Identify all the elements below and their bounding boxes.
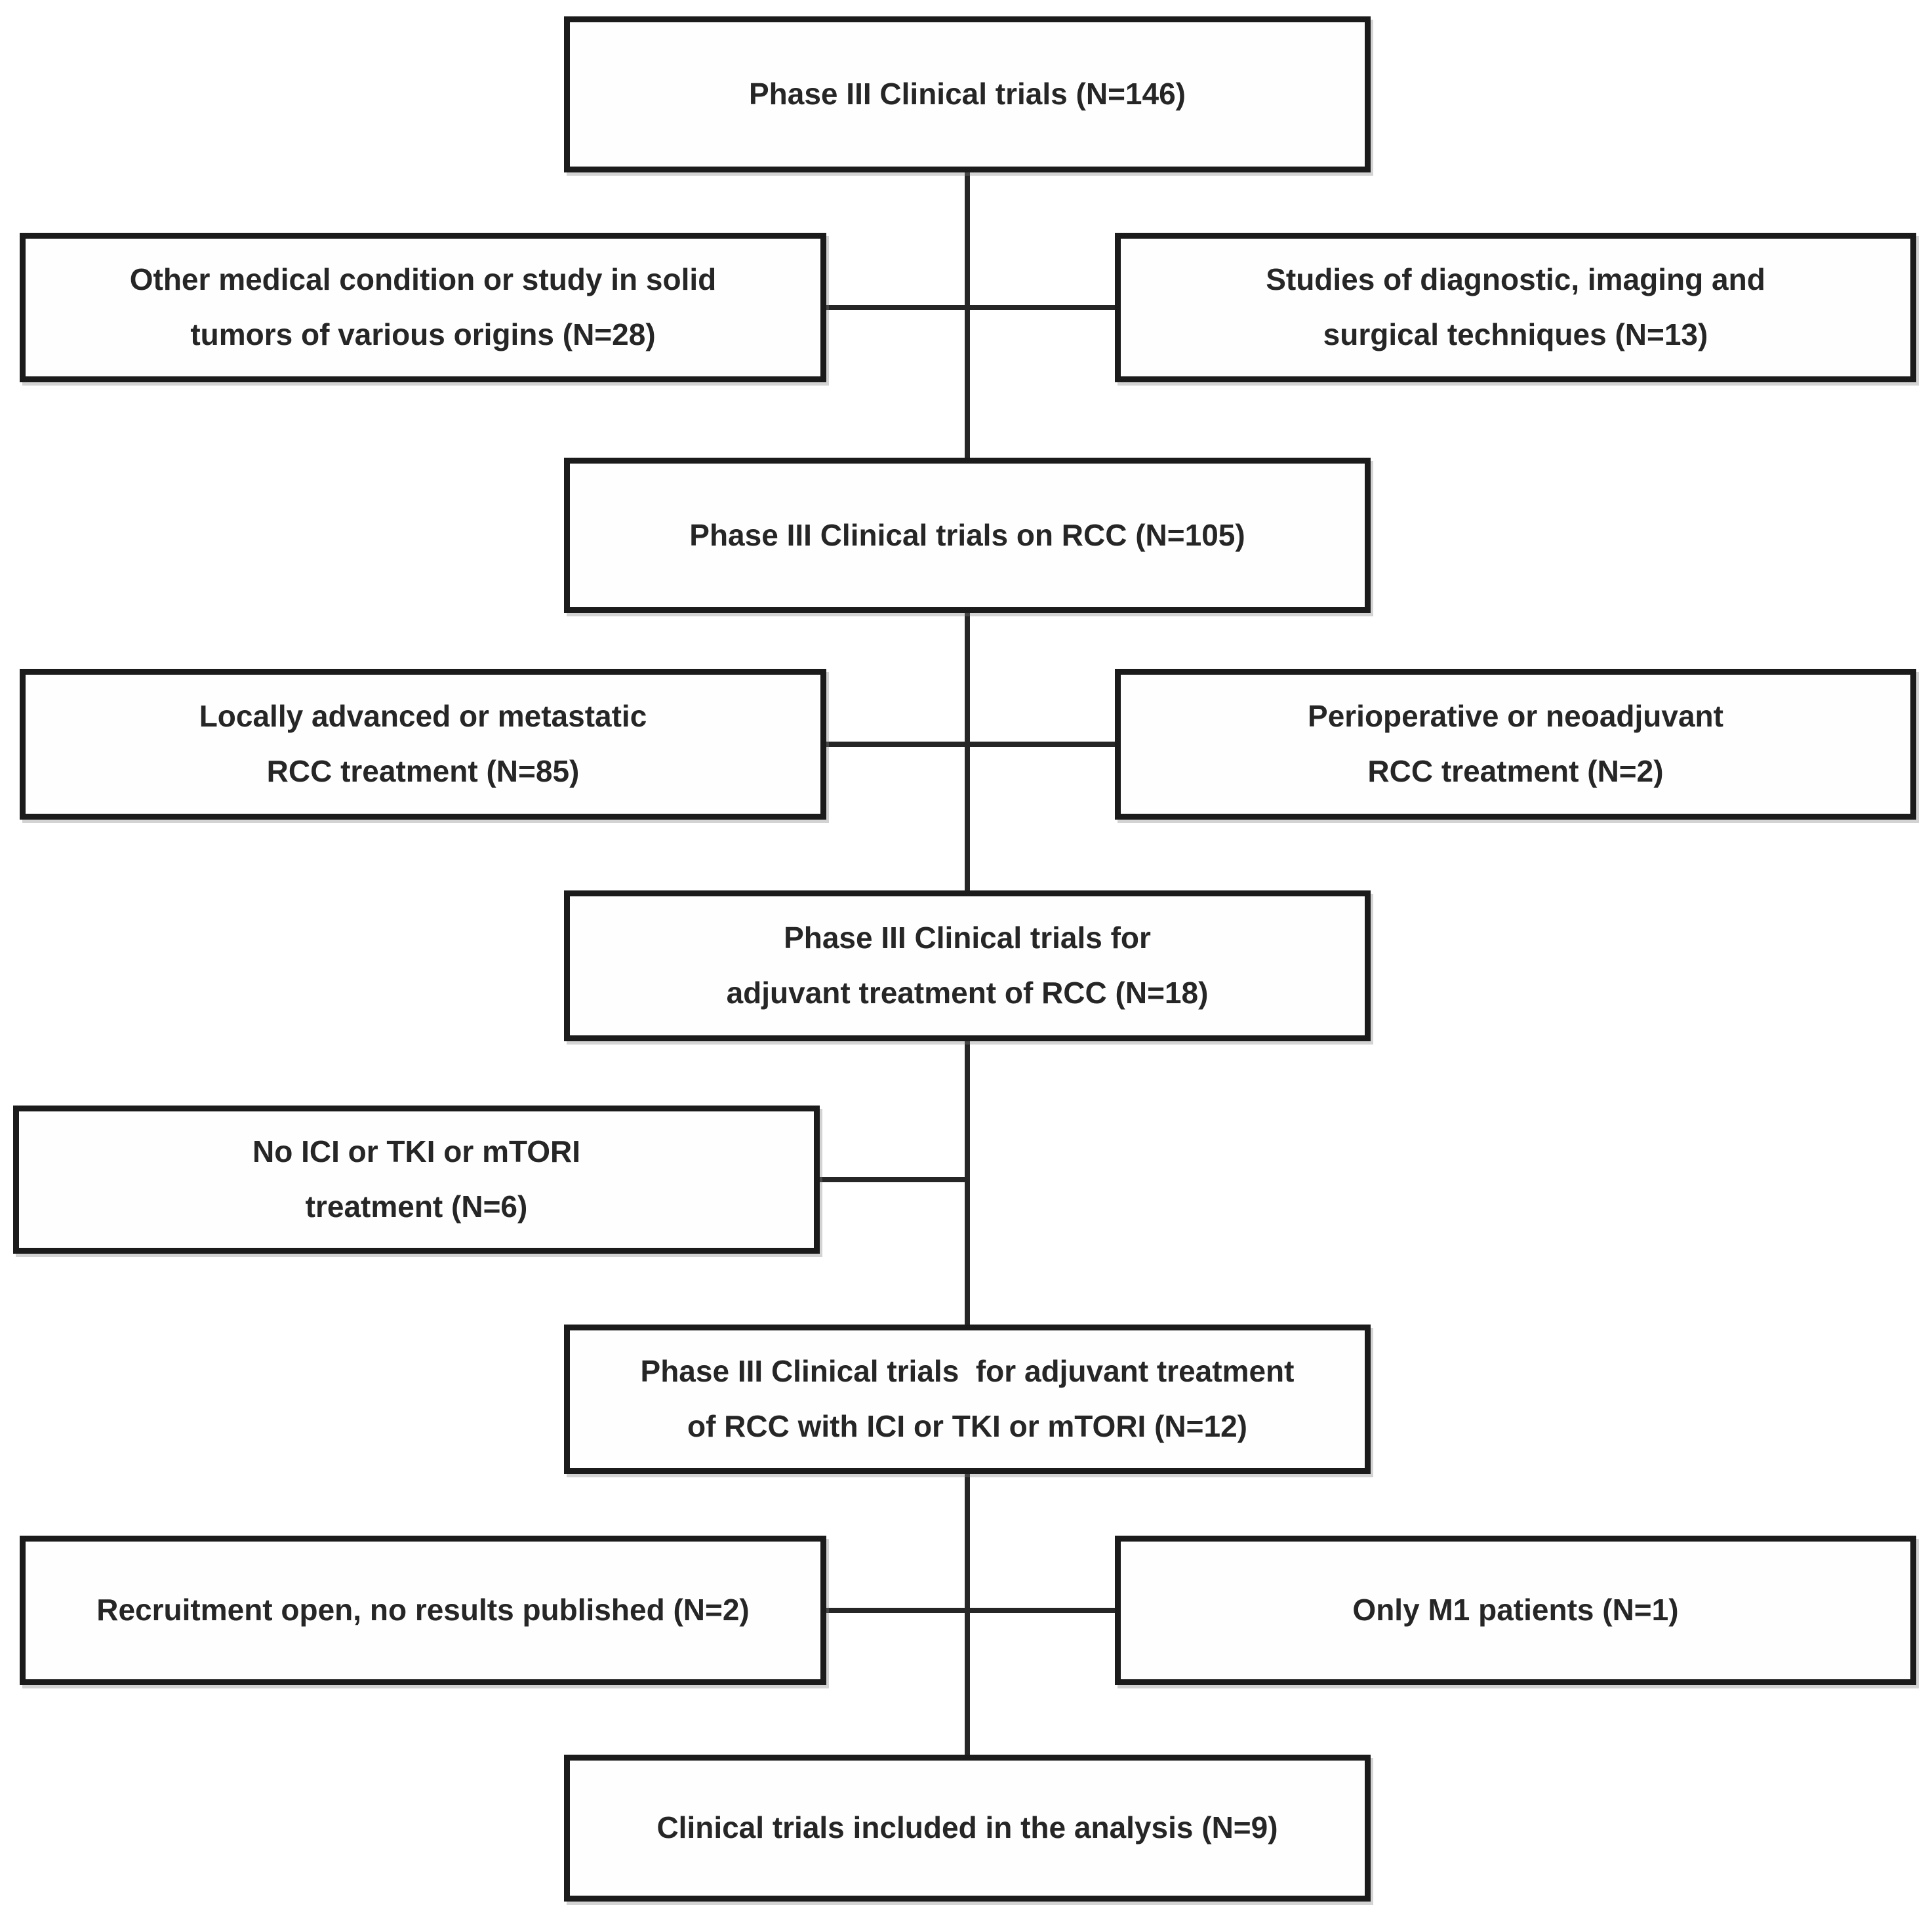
connector-horizontal-3 <box>818 1177 969 1182</box>
node-text: Recruitment open, no results published (… <box>96 1593 750 1627</box>
node-phase3-adjuvant-ici-tki-mtori-12: Phase III Clinical trials for adjuvant t… <box>564 1325 1371 1474</box>
node-text: Phase III Clinical trials on RCC (N=105) <box>689 517 1245 552</box>
node-recruitment-open: Recruitment open, no results published (… <box>20 1536 826 1685</box>
node-phase3-adjuvant-rcc-18: Phase III Clinical trials for adjuvant t… <box>564 890 1371 1041</box>
node-text: Locally advanced or metastatic <box>199 699 647 734</box>
node-text: RCC treatment (N=85) <box>266 754 580 788</box>
node-diagnostic-imaging-studies: Studies of diagnostic, imaging and surgi… <box>1115 233 1916 382</box>
node-locally-advanced-metastatic: Locally advanced or metastatic RCC treat… <box>20 669 826 820</box>
connector-vertical-1 <box>965 172 970 459</box>
node-no-ici-tki-mtori: No ICI or TKI or mTORI treatment (N=6) <box>13 1106 820 1254</box>
node-text: Perioperative or neoadjuvant <box>1308 699 1723 734</box>
node-text: Phase III Clinical trials for adjuvant t… <box>640 1354 1295 1389</box>
node-text: RCC treatment (N=2) <box>1367 754 1664 788</box>
node-text: Studies of diagnostic, imaging and <box>1266 262 1765 297</box>
node-phase3-trials-146: Phase III Clinical trials (N=146) <box>564 16 1371 172</box>
node-phase3-rcc-105: Phase III Clinical trials on RCC (N=105) <box>564 458 1371 613</box>
connector-vertical-3 <box>965 1040 970 1326</box>
node-text: Phase III Clinical trials for <box>784 921 1151 955</box>
node-text: Only M1 patients (N=1) <box>1352 1593 1679 1627</box>
node-text: surgical techniques (N=13) <box>1323 317 1708 351</box>
node-other-medical-condition: Other medical condition or study in soli… <box>20 233 826 382</box>
node-text: No ICI or TKI or mTORI <box>252 1134 581 1169</box>
connector-horizontal-1 <box>825 305 1116 310</box>
node-only-m1-patients: Only M1 patients (N=1) <box>1115 1536 1916 1685</box>
node-text: Other medical condition or study in soli… <box>129 262 717 297</box>
node-text: Phase III Clinical trials (N=146) <box>748 77 1186 111</box>
connector-vertical-4 <box>965 1473 970 1756</box>
connector-vertical-2 <box>965 612 970 892</box>
node-included-in-analysis: Clinical trials included in the analysis… <box>564 1755 1371 1902</box>
node-perioperative-neoadjuvant: Perioperative or neoadjuvant RCC treatme… <box>1115 669 1916 820</box>
node-text: tumors of various origins (N=28) <box>190 317 656 351</box>
node-text: adjuvant treatment of RCC (N=18) <box>726 976 1209 1010</box>
node-text: of RCC with ICI or TKI or mTORI (N=12) <box>687 1409 1247 1443</box>
node-text: treatment (N=6) <box>305 1189 528 1224</box>
connector-horizontal-4 <box>825 1608 1116 1613</box>
connector-horizontal-2 <box>825 742 1116 747</box>
node-text: Clinical trials included in the analysis… <box>656 1810 1278 1845</box>
